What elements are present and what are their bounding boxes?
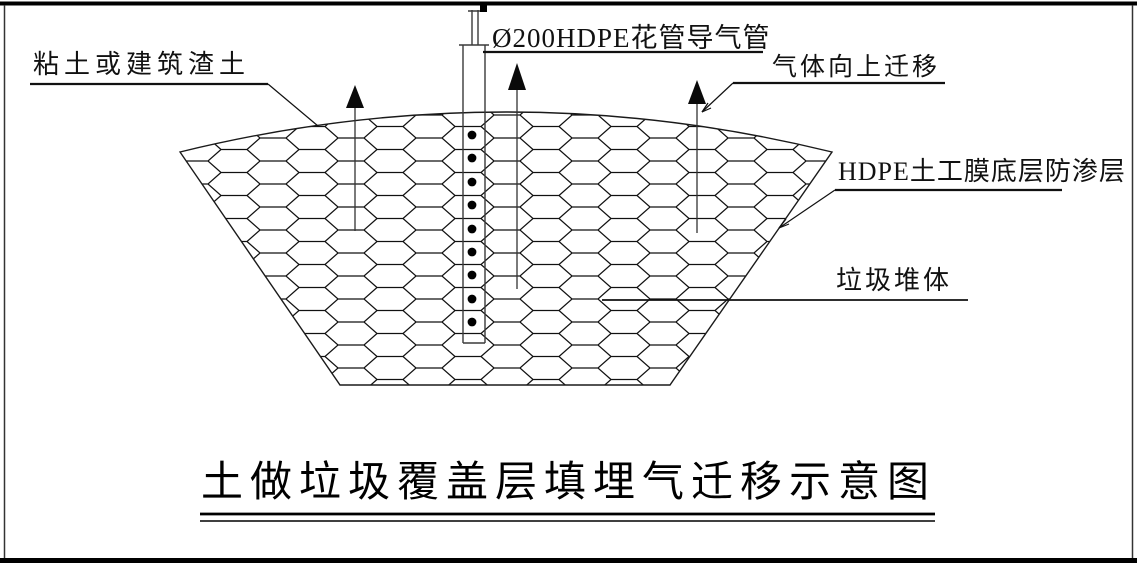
pipe-outlet-cap — [480, 4, 487, 12]
gas-up-arrow-right — [688, 80, 706, 233]
liner-label-leader — [778, 189, 836, 229]
diagram-title: 土做垃圾覆盖层填埋气迁移示意图 — [200, 460, 936, 506]
label-leader-lines — [30, 50, 1062, 301]
gas-label-leader — [701, 82, 734, 113]
cover-soil-label: 粘土或建筑渣土 — [33, 50, 251, 79]
waste-body-shape — [178, 111, 834, 386]
title-underline — [200, 512, 935, 522]
gas-pipe — [459, 4, 489, 344]
liner-label: HDPE土工膜底层防渗层 — [838, 157, 1126, 186]
gas-up-arrow-center — [508, 63, 526, 289]
pipe-label: Ø200HDPE花管导气管 — [492, 23, 771, 53]
waste-body-label: 垃圾堆体 — [836, 266, 953, 295]
gas-migration-label: 气体向上迁移 — [772, 54, 941, 81]
pipe-perforation-holes — [467, 130, 477, 327]
gas-up-arrow-left — [346, 85, 364, 231]
cover-label-leader — [267, 83, 319, 127]
